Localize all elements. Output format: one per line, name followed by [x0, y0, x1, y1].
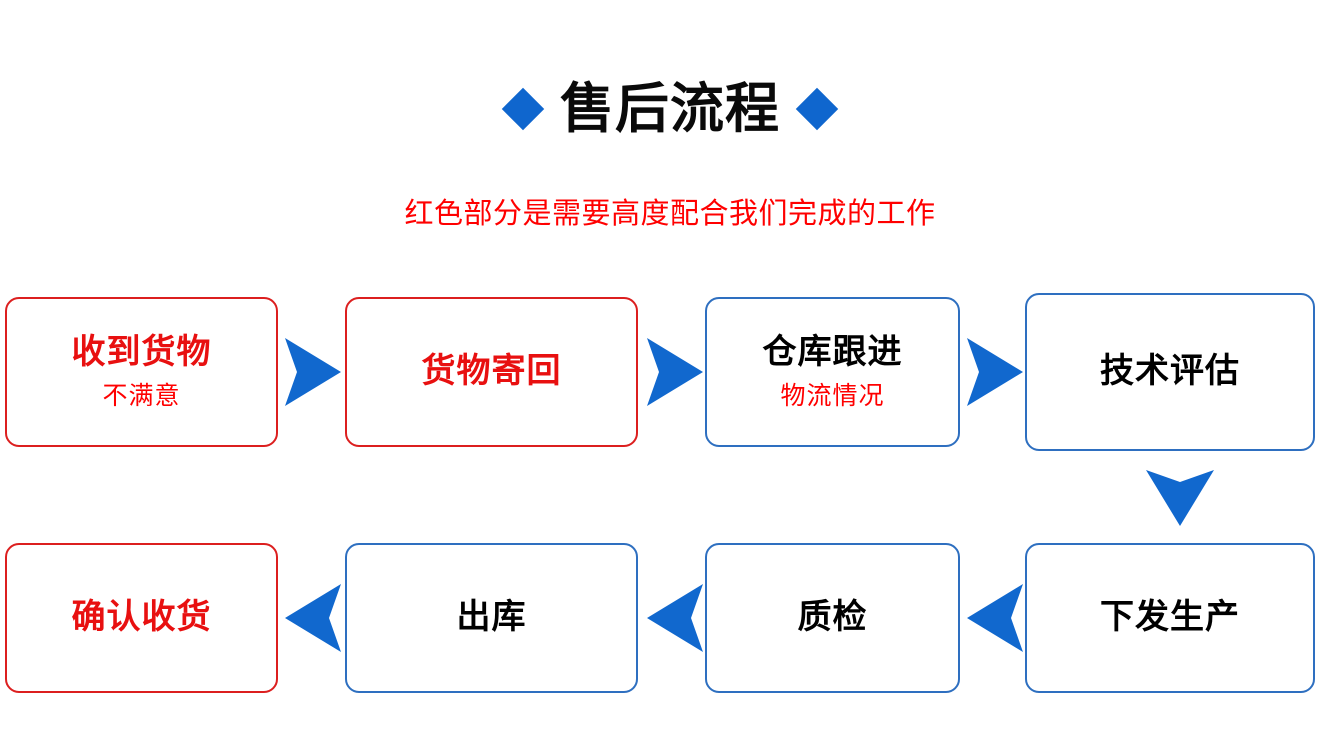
arrow-right-icon — [965, 336, 1025, 408]
flow-node-outbound[interactable]: 出库 — [345, 543, 638, 693]
flow-node-quality-check[interactable]: 质检 — [705, 543, 960, 693]
arrow-right-icon — [645, 336, 705, 408]
flow-node-title: 仓库跟进 — [762, 333, 903, 372]
flow-node-title: 质检 — [797, 598, 868, 637]
arrow-right-icon — [283, 336, 343, 408]
flow-node-issue-production[interactable]: 下发生产 — [1025, 543, 1315, 693]
arrow-down-icon — [1144, 468, 1216, 528]
arrow-left-icon — [965, 582, 1025, 654]
flow-node-subtitle: 不满意 — [102, 382, 181, 411]
flow-node-subtitle: 物流情况 — [780, 382, 885, 411]
flow-node-technical-assessment[interactable]: 技术评估 — [1025, 293, 1315, 451]
flow-node-warehouse-followup[interactable]: 仓库跟进 物流情况 — [705, 297, 960, 447]
page-subtitle: 红色部分是需要高度配合我们完成的工作 — [404, 198, 936, 230]
flow-node-title: 确认收货 — [71, 598, 212, 637]
flow-node-title: 下发生产 — [1100, 598, 1240, 637]
flow-node-title: 收到货物 — [71, 333, 212, 372]
arrow-left-icon — [283, 582, 343, 654]
page-title: 售后流程 — [560, 79, 780, 139]
page-title-row: 售后流程 — [0, 82, 1340, 136]
flow-node-receive-goods[interactable]: 收到货物 不满意 — [5, 297, 278, 447]
arrow-left-icon — [645, 582, 705, 654]
flow-node-title: 货物寄回 — [421, 352, 562, 391]
flow-node-send-back[interactable]: 货物寄回 — [345, 297, 638, 447]
flow-node-confirm-receipt[interactable]: 确认收货 — [5, 543, 278, 693]
flow-node-title: 技术评估 — [1100, 352, 1240, 391]
flow-node-title: 出库 — [456, 598, 527, 637]
